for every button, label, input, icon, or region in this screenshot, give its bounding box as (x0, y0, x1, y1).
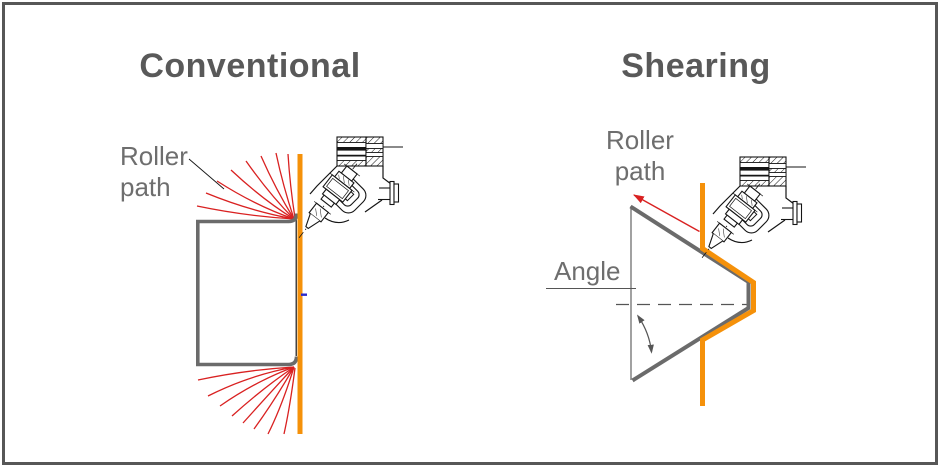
right-panel-title: Shearing (621, 47, 771, 85)
right-roller-path-line1: Roller (606, 125, 674, 155)
right-roller-path-label: Roller path (580, 125, 700, 187)
sheared-sheet-line (700, 183, 756, 406)
roller-path-fan-bottom (197, 366, 296, 435)
roller-tool-icon (285, 136, 404, 249)
label-leader-line (188, 158, 225, 190)
shearing-panel (546, 156, 807, 406)
workpiece-outline (196, 213, 299, 367)
left-roller-path-line2: path (120, 172, 171, 202)
mandrel-cone-outline (629, 204, 751, 383)
roller-path-arrow-icon (633, 194, 700, 233)
angle-label: Angle (554, 256, 621, 286)
roller-path-fan-top (196, 152, 296, 220)
left-panel-title: Conventional (139, 47, 361, 85)
left-roller-path-line1: Roller (120, 141, 188, 171)
left-roller-path-label: Roller path (120, 141, 188, 203)
angle-arc-icon (636, 314, 654, 354)
right-roller-path-line2: path (614, 156, 666, 186)
conventional-panel (188, 136, 404, 435)
